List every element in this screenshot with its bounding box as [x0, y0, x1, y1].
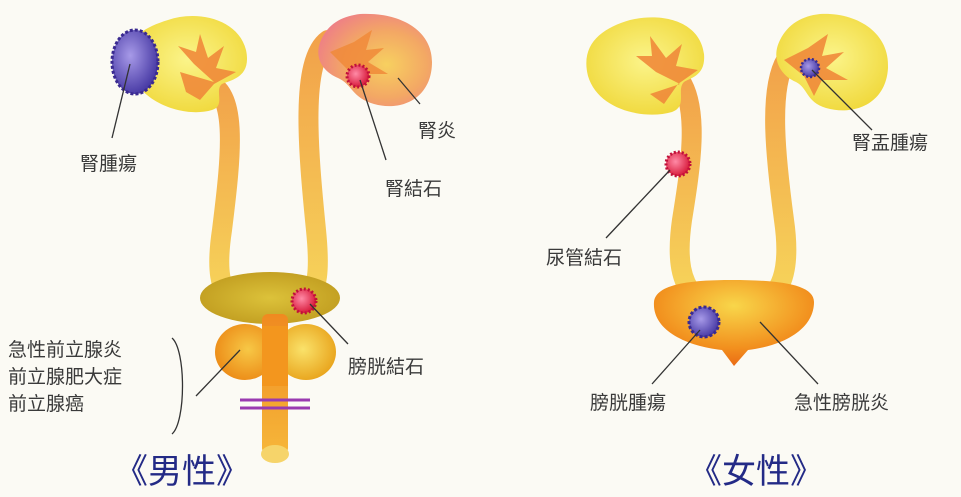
male-right-kidney: [318, 14, 432, 106]
male-urethra-front: [262, 326, 288, 386]
prostate-list-bracket: [172, 338, 183, 434]
female-bladder: [654, 280, 814, 366]
male-kidney-tumor-lesion: [112, 30, 158, 94]
prostate-list-item: 前立腺肥大症: [8, 364, 122, 391]
label-renal-pelvis-tumor: 腎盂腫瘍: [852, 132, 928, 154]
label-bladder-stone: 膀胱結石: [348, 356, 424, 378]
male-right-ureter: [306, 40, 328, 300]
prostate-list-item: 急性前立腺炎: [8, 337, 122, 364]
female-caption: 《女性》: [688, 452, 824, 492]
prostate-disease-list: 急性前立腺炎 前立腺肥大症 前立腺癌: [8, 337, 122, 418]
male-left-ureter: [205, 82, 232, 300]
female-ureter-stone-lesion: [666, 152, 690, 176]
label-kidney-stone: 腎結石: [385, 178, 442, 200]
female-left-ureter: [680, 80, 694, 296]
male-kidney-stone-lesion: [347, 65, 369, 87]
female-bladder-tumor-lesion: [689, 307, 719, 337]
male-bladder-stone-lesion: [292, 289, 316, 313]
male-urethra-tip: [261, 445, 289, 463]
label-acute-cystitis: 急性膀胱炎: [794, 392, 889, 414]
prostate-list-item: 前立腺癌: [8, 391, 122, 418]
label-kidney-tumor: 腎腫瘍: [80, 153, 137, 175]
label-nephritis: 腎炎: [418, 120, 456, 142]
label-ureter-stone: 尿管結石: [546, 247, 622, 269]
female-right-ureter: [772, 60, 786, 296]
label-bladder-tumor: 膀胱腫瘍: [590, 392, 666, 414]
male-caption: 《男性》: [114, 452, 250, 492]
male-diagram: [112, 14, 432, 463]
female-diagram: [586, 14, 888, 384]
